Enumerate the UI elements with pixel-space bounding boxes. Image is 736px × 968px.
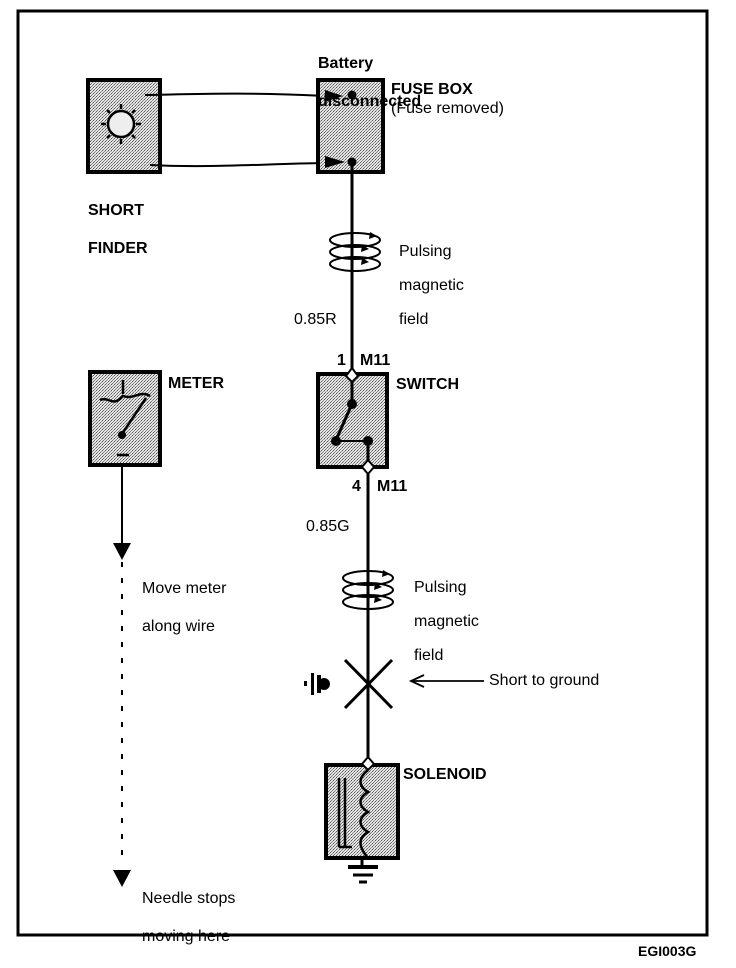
battery-disconnected-label: Battery disconnected (318, 35, 421, 130)
wire-label-upper: 0.85R (294, 311, 337, 328)
short-finder-label-line1: SHORT (88, 202, 144, 219)
fuse-box-note: (Fuse removed) (391, 100, 504, 117)
battery-label-line2: disconnected (318, 93, 422, 110)
meter (88, 370, 162, 467)
short-finder-box (86, 78, 162, 174)
switch (316, 366, 389, 476)
needle-stops-line1: Needle stops (142, 890, 236, 907)
move-meter-line1: Move meter (142, 580, 227, 597)
fuse-box-label: FUSE BOX (391, 81, 473, 98)
meter-label: METER (168, 375, 224, 392)
field-lower-line3: field (414, 647, 444, 664)
gauge-needle-icon (99, 380, 151, 457)
connector-id-upper: M11 (360, 352, 391, 369)
lead-wire-upper (144, 92, 326, 97)
field-upper-line1: Pulsing (399, 243, 452, 260)
meter-travel-arrow-lower (113, 870, 131, 887)
arrow-head-upper (325, 90, 343, 102)
ground-icon (348, 858, 378, 884)
magnetic-field-icon-lower (342, 570, 394, 610)
field-upper-line2: magnetic (399, 277, 464, 294)
lead-wire-lower (149, 162, 326, 168)
switch-contact-icon (334, 403, 354, 441)
wire-label-lower: 0.85G (306, 518, 350, 535)
connector-id-lower: M11 (377, 478, 408, 495)
arrow-head-lower (325, 156, 345, 168)
meter-travel-arrow-upper (113, 543, 131, 560)
coil-icon (337, 769, 371, 859)
chassis-ground-icon (304, 673, 330, 695)
fuse-terminal-upper (347, 90, 357, 100)
field-lower-line2: magnetic (414, 613, 479, 630)
connector-pin-lower: 4 (352, 478, 361, 495)
field-upper-label: Pulsing magnetic field (399, 226, 464, 345)
needle-stops-line2: moving here (142, 928, 231, 945)
move-meter-line2: along wire (142, 618, 215, 635)
battery-label-line1: Battery (318, 55, 374, 72)
connector-pin-upper: 1 (337, 352, 346, 369)
move-meter-label: Move meter along wire (142, 560, 226, 655)
field-lower-line1: Pulsing (414, 579, 467, 596)
solenoid-label: SOLENOID (403, 766, 487, 783)
lamp-icon (101, 104, 141, 144)
short-finder (86, 78, 162, 174)
needle-stops-label: Needle stops moving here (142, 870, 235, 965)
field-lower-label: Pulsing magnetic field (414, 562, 479, 681)
magnetic-field-icon-upper (329, 232, 381, 272)
short-finder-label-line2: FINDER (88, 240, 148, 257)
figure-code: EGI003G (638, 943, 697, 959)
fuse-box (316, 78, 385, 174)
figure-frame (16, 9, 709, 937)
short-finder-label: SHORT FINDER (88, 182, 148, 277)
field-upper-line3: field (399, 311, 429, 328)
short-marker-icon (343, 658, 394, 710)
short-pointer-arrow (408, 674, 484, 688)
short-to-ground-label: Short to ground (489, 672, 600, 689)
solenoid (324, 755, 400, 860)
meter-box (88, 370, 162, 467)
switch-label: SWITCH (396, 376, 460, 393)
